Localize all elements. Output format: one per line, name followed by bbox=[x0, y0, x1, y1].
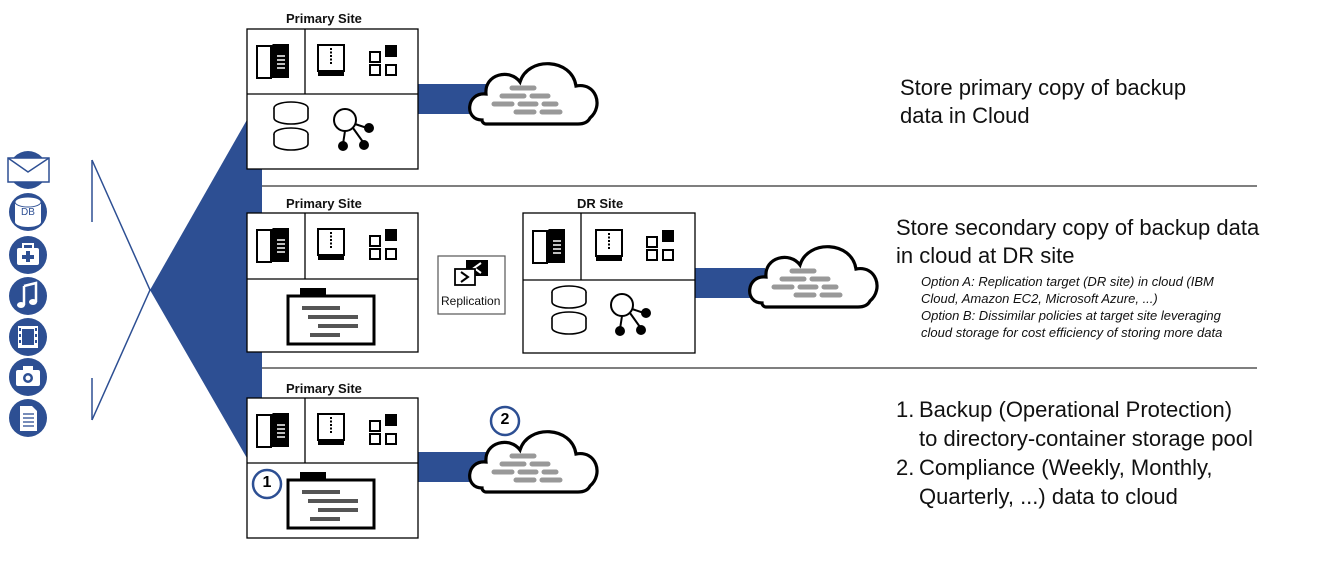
row2-option-line: cloud storage for cost efficiency of sto… bbox=[921, 325, 1223, 340]
row3-item-number: 1. bbox=[896, 397, 915, 422]
book-icon bbox=[256, 43, 290, 79]
arrow-right-icon bbox=[460, 271, 470, 283]
row2-option-line: Option B: Dissimilar policies at target … bbox=[921, 308, 1221, 323]
row3-item: 1. Backup (Operational Protection) to di… bbox=[896, 395, 1253, 453]
book-icon bbox=[532, 228, 566, 264]
book-icon bbox=[256, 227, 290, 263]
distribution-trunk bbox=[91, 118, 262, 460]
row3-item: 2. Compliance (Weekly, Monthly, Quarterl… bbox=[896, 453, 1253, 511]
primary-site-label-row1: Primary Site bbox=[286, 11, 362, 26]
row2-option-line: Cloud, Amazon EC2, Microsoft Azure, ...) bbox=[921, 291, 1158, 306]
film-icon bbox=[9, 318, 47, 356]
row3-description: 1. Backup (Operational Protection) to di… bbox=[896, 395, 1253, 511]
row1-line2: data in Cloud bbox=[900, 103, 1030, 128]
dr-site-label: DR Site bbox=[577, 196, 624, 211]
folder-icon bbox=[286, 286, 376, 346]
row1-description: Store primary copy of backup data in Clo… bbox=[900, 74, 1186, 130]
replication-box bbox=[437, 255, 506, 315]
row2-option-line: Option A: Replication target (DR site) i… bbox=[921, 274, 1214, 289]
cloud-icon bbox=[470, 64, 597, 124]
row2-line1: Store secondary copy of backup data bbox=[896, 215, 1260, 240]
cloud-icon bbox=[750, 247, 877, 307]
step-badge-1-label: 1 bbox=[262, 474, 272, 491]
primary-site-box-row1 bbox=[246, 28, 419, 170]
primary-site-box-row2 bbox=[246, 212, 419, 353]
medical-kit-icon bbox=[9, 236, 47, 274]
row2-description: Store secondary copy of backup data in c… bbox=[896, 214, 1259, 270]
music-icon bbox=[9, 277, 47, 315]
step-badge-2 bbox=[489, 405, 521, 437]
row3-item-line: to directory-container storage pool bbox=[919, 426, 1253, 451]
database-icon bbox=[9, 193, 47, 231]
primary-site-box-row3 bbox=[246, 397, 419, 539]
cloud-icon bbox=[470, 432, 597, 492]
row3-item-number: 2. bbox=[896, 455, 915, 480]
book-icon bbox=[256, 412, 290, 448]
row3-item-line: Compliance (Weekly, Monthly, bbox=[919, 455, 1213, 480]
row2-options: Option A: Replication target (DR site) i… bbox=[921, 273, 1222, 341]
archive-icon bbox=[595, 229, 623, 262]
camera-icon bbox=[9, 358, 47, 396]
step-badge-2-label: 2 bbox=[500, 411, 510, 428]
archive-icon bbox=[317, 228, 345, 261]
dr-site-box bbox=[522, 212, 696, 354]
row1-line1: Store primary copy of backup bbox=[900, 75, 1187, 100]
archive-icon bbox=[317, 413, 345, 446]
primary-site-label-row3: Primary Site bbox=[286, 381, 362, 396]
row3-item-line: Backup (Operational Protection) bbox=[919, 397, 1233, 422]
db-icon-label: DB bbox=[21, 207, 35, 218]
folder-icon bbox=[286, 470, 376, 530]
arrow-left-icon bbox=[472, 262, 482, 274]
document-icon bbox=[9, 399, 47, 437]
row2-line2: in cloud at DR site bbox=[896, 243, 1075, 268]
primary-site-label-row2: Primary Site bbox=[286, 196, 362, 211]
archive-icon bbox=[317, 44, 345, 77]
replication-label: Replication bbox=[441, 294, 501, 308]
step-badge-1 bbox=[251, 468, 283, 500]
row3-item-line: Quarterly, ...) data to cloud bbox=[919, 484, 1178, 509]
mail-icon bbox=[7, 151, 50, 189]
data-type-icons bbox=[7, 151, 50, 437]
